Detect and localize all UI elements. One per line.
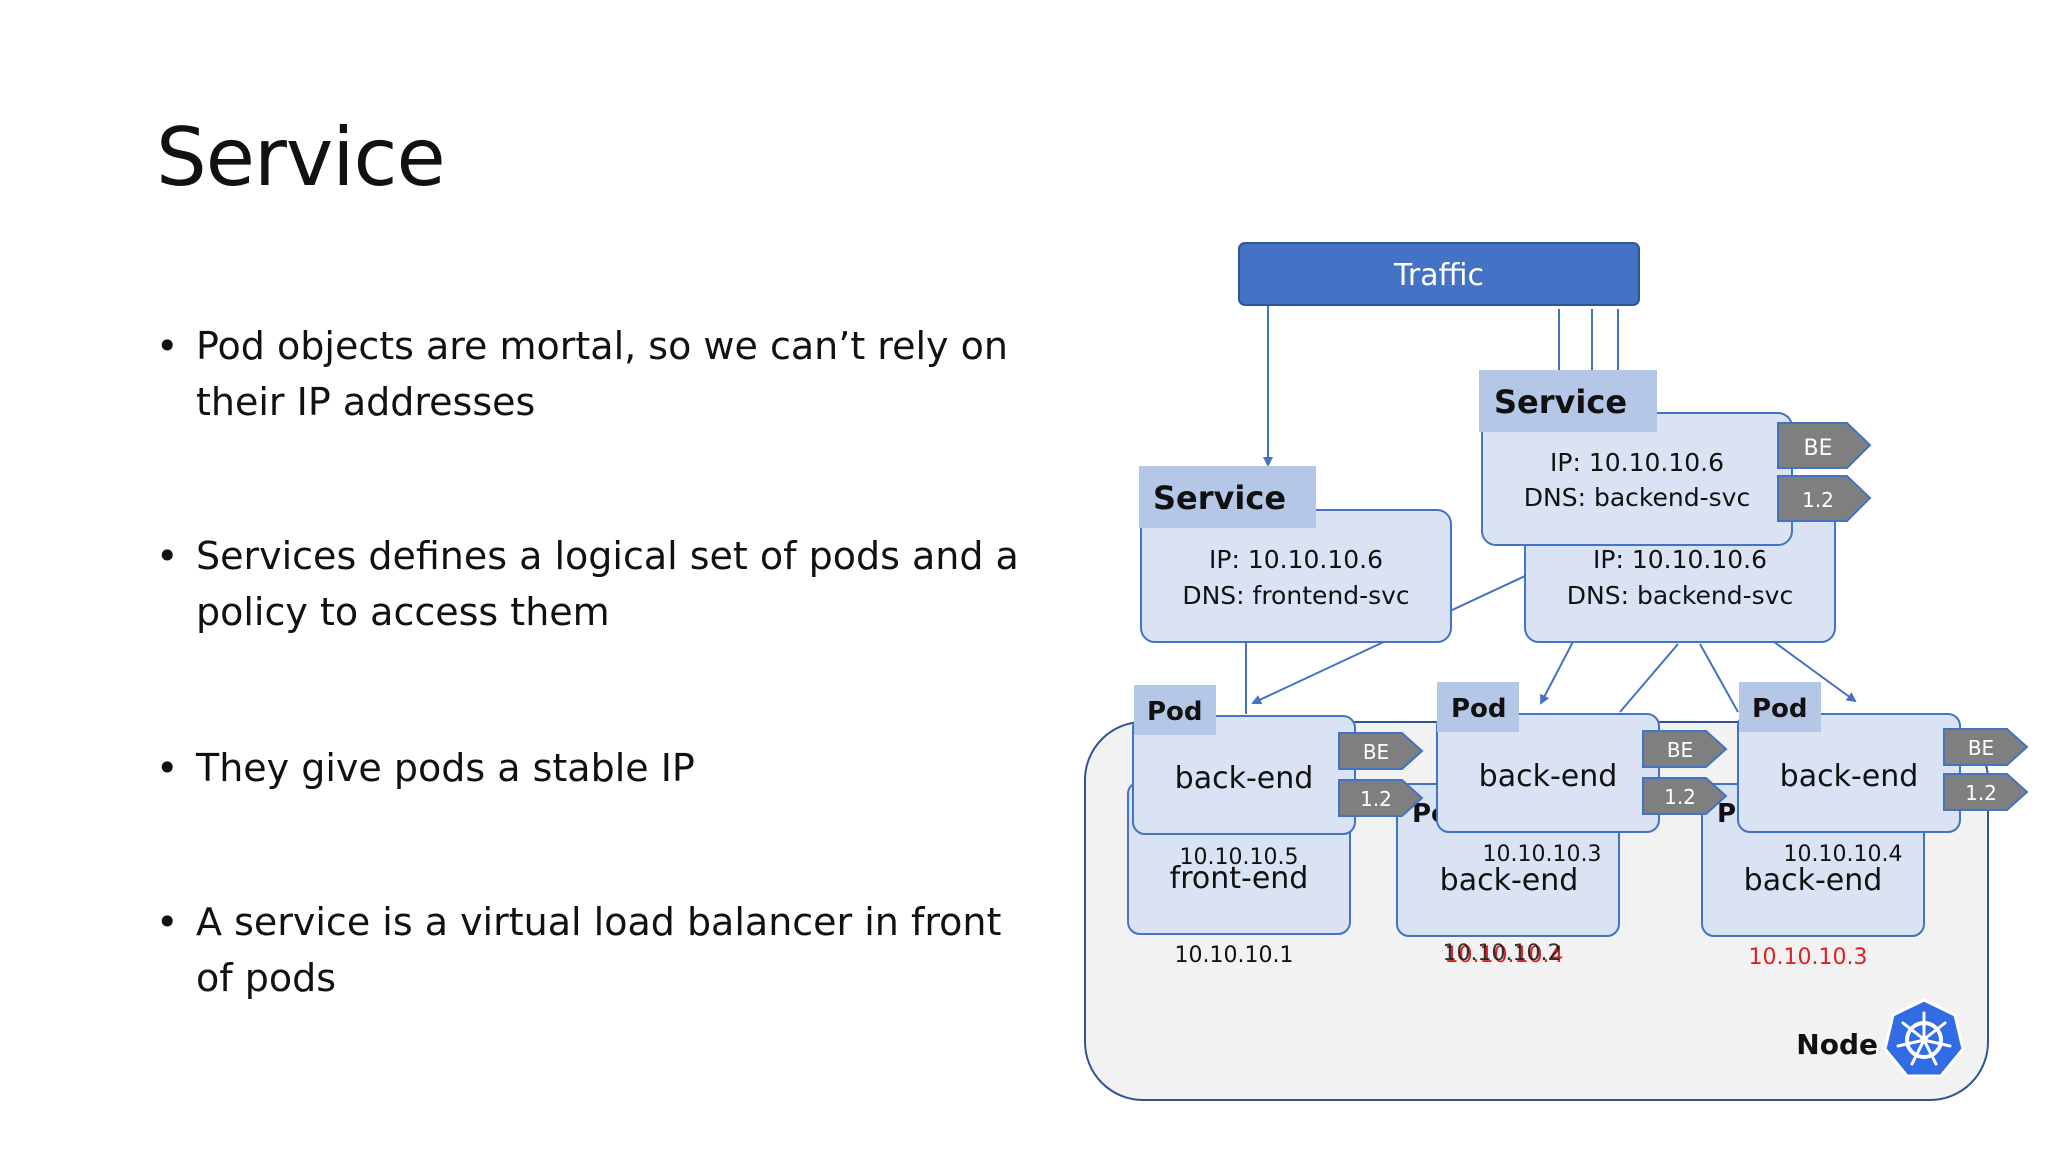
pod-name: back-end	[1175, 761, 1314, 796]
traffic-box: Traffic	[1238, 242, 1640, 306]
back-pod-name: back-end	[1744, 863, 1883, 898]
version-tag: 1.2	[1642, 777, 1728, 815]
service-header: Service	[1153, 479, 1286, 517]
service-dns: DNS: backend-svc	[1567, 581, 1793, 610]
service-dns: DNS: frontend-svc	[1182, 581, 1409, 610]
label-tag: BE	[1338, 732, 1424, 770]
bullet-item: • A service is a virtual load balancer i…	[156, 894, 1036, 1006]
service-ip: IP: 10.10.10.6	[1550, 448, 1724, 477]
version-tag: 1.2	[1777, 475, 1872, 522]
backend-service: Service IP: 10.10.10.6 DNS: backend-svc …	[1479, 370, 1872, 546]
svg-text:BE: BE	[1363, 740, 1389, 764]
service-ip: IP: 10.10.10.6	[1593, 545, 1767, 574]
label-tag: BE	[1943, 728, 2029, 766]
bullet-item: • They give pods a stable IP	[156, 740, 1036, 796]
pod-name: back-end	[1479, 759, 1618, 794]
kubernetes-icon	[1883, 998, 1965, 1078]
node-ip: 10.10.10.2	[1443, 941, 1562, 966]
svg-text:BE: BE	[1804, 436, 1833, 461]
slide-title: Service	[156, 111, 446, 204]
frontend-service: Service IP: 10.10.10.6 DNS: frontend-svc	[1139, 466, 1452, 643]
back-pod-ip: 10.10.10.4	[1784, 842, 1903, 867]
pod-header: Pod	[1451, 694, 1507, 724]
svg-text:1.2: 1.2	[1664, 785, 1696, 809]
svg-text:1.2: 1.2	[1802, 488, 1834, 512]
svg-text:BE: BE	[1968, 736, 1994, 760]
pod: Pod back-end BE 1.2	[1132, 685, 1424, 835]
service-ip: IP: 10.10.10.6	[1209, 545, 1383, 574]
bullet-text: Pod objects are mortal, so we can’t rely…	[196, 324, 1008, 424]
bullet-item: • Pod objects are mortal, so we can’t re…	[156, 318, 1036, 430]
pod: Pod back-end BE 1.2	[1436, 682, 1728, 833]
pod-name: back-end	[1780, 759, 1919, 794]
traffic-label: Traffic	[1393, 258, 1484, 293]
node-ip: 10.10.10.3	[1749, 945, 1868, 970]
bullet-text: A service is a virtual load balancer in …	[196, 900, 1002, 1000]
node-ip: 10.10.10.1	[1175, 943, 1294, 968]
node-ip-overlay: 10.10.10.4	[1445, 943, 1564, 968]
back-pod-ip: 10.10.10.5	[1180, 845, 1299, 870]
pod: Pod back-end BE 1.2	[1737, 682, 2029, 833]
bullet-dot: •	[156, 900, 179, 944]
svg-text:1.2: 1.2	[1965, 781, 1997, 805]
version-tag: 1.2	[1943, 773, 2029, 811]
bullet-dot: •	[156, 534, 179, 578]
bullet-dot: •	[156, 746, 179, 790]
node-label: Node	[1796, 1028, 1878, 1061]
svg-text:1.2: 1.2	[1360, 787, 1392, 811]
service-dns: DNS: backend-svc	[1524, 483, 1750, 512]
pod-header: Pod	[1147, 697, 1203, 727]
bullet-text: Services defines a logical set of pods a…	[196, 534, 1019, 634]
bullet-item: • Services defines a logical set of pods…	[156, 528, 1036, 640]
back-pod-name: front-end	[1170, 861, 1309, 896]
bullet-text: They give pods a stable IP	[196, 746, 695, 790]
svg-text:BE: BE	[1667, 738, 1693, 762]
label-tag: BE	[1642, 730, 1728, 768]
bullet-dot: •	[156, 324, 179, 368]
back-pod-ip: 10.10.10.3	[1483, 842, 1602, 867]
version-tag: 1.2	[1338, 779, 1424, 817]
label-tag: BE	[1777, 422, 1872, 469]
service-header: Service	[1494, 383, 1627, 421]
pod-header: Pod	[1752, 694, 1808, 724]
back-pod-name: back-end	[1440, 863, 1579, 898]
